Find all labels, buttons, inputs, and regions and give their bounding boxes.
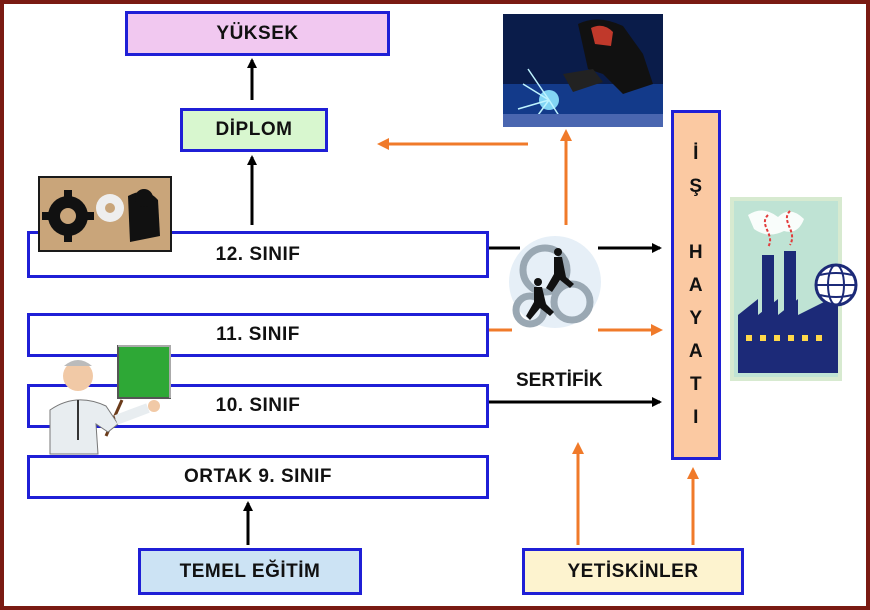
is-hayati-letter: Ş [689, 175, 703, 197]
sinif-10-label: 10. SINIF [215, 395, 301, 416]
teacher-clipart-icon [49, 345, 171, 455]
is-hayati-letter: İ [693, 142, 699, 164]
is-hayati-letter: H [688, 241, 704, 263]
factory-globe-clipart-icon [730, 197, 858, 381]
temel-egitim-label: TEMEL EĞİTİM [179, 560, 321, 582]
yetiskinler-label: YETİSKİNLER [567, 560, 699, 582]
diplom-box: DİPLOM [180, 108, 328, 152]
is-hayati-letter: Y [689, 307, 703, 329]
yetiskinler-box: YETİSKİNLER [522, 548, 744, 595]
yuksek-box: YÜKSEK [125, 11, 390, 56]
ortak-9-label: ORTAK 9. SINIF [183, 466, 333, 487]
is-hayati-letter: A [688, 274, 704, 296]
gears-manager-clipart-icon [38, 176, 172, 252]
diplom-label: DİPLOM [215, 119, 293, 140]
sinif-11-box: 11. SINIF [27, 313, 489, 357]
is-hayati-letter: I [693, 406, 699, 428]
sinif-12-label: 12. SINIF [215, 243, 301, 265]
ortak-9-box: ORTAK 9. SINIF [27, 455, 489, 499]
welder-clipart-icon [503, 14, 663, 127]
temel-egitim-box: TEMEL EĞİTİM [138, 548, 362, 595]
yuksek-label: YÜKSEK [216, 22, 299, 44]
is-hayati-letter: A [688, 340, 704, 362]
is-hayati-letter: T [689, 373, 703, 395]
businessmen-gears-clipart-icon [509, 236, 601, 328]
is-hayati-box: İ Ş H A Y A T I [671, 110, 721, 460]
sinif-11-label: 11. SINIF [216, 324, 300, 345]
sertifik-label: SERTİFİK [516, 370, 603, 391]
